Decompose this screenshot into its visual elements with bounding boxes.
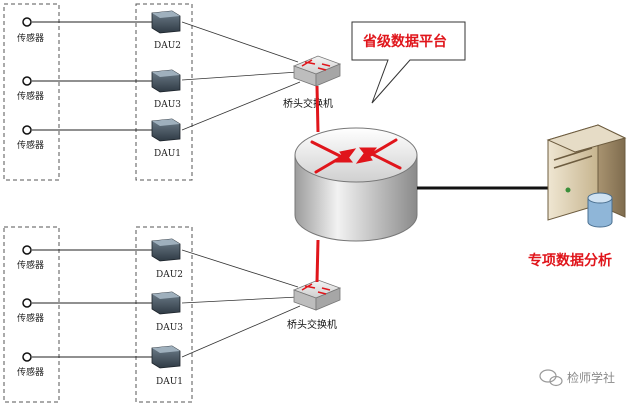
dau-link <box>181 305 301 358</box>
sensor-label: 传感器 <box>17 259 44 271</box>
sensor-label: 传感器 <box>17 366 44 378</box>
dau-link <box>181 21 299 63</box>
sensor-label: 传感器 <box>17 312 44 324</box>
sensor-icon: 传感器 <box>17 298 44 324</box>
group-top: 传感器 传感器 传感器 DAU2 DAU3 DAU1 <box>3 3 342 181</box>
dau-device-icon: DAU2 <box>151 10 181 51</box>
sensor-box <box>3 3 60 181</box>
dau-device-icon: DAU2 <box>151 238 183 280</box>
switch-label: 桥头交换机 <box>287 318 337 331</box>
switch-icon: 桥头交换机 <box>287 279 342 331</box>
dau-label: DAU3 <box>156 323 183 333</box>
sensor-icon: 传感器 <box>17 352 44 378</box>
router-icon <box>294 127 418 242</box>
dau-device-icon: DAU1 <box>151 118 181 159</box>
sensor-label: 传感器 <box>17 90 44 102</box>
wechat-icon <box>539 369 563 387</box>
sensor-icon: 传感器 <box>17 76 44 102</box>
sensor-icon: 传感器 <box>17 125 44 151</box>
dau-box <box>135 3 193 181</box>
dau-link <box>181 71 299 81</box>
platform-callout: 省级数据平台 <box>351 21 466 104</box>
dau-label: DAU3 <box>154 100 181 110</box>
dau-link <box>181 249 299 288</box>
sensor-label: 传感器 <box>17 32 44 44</box>
switch-label: 桥头交换机 <box>283 97 333 110</box>
sensor-icon: 传感器 <box>17 17 44 44</box>
dau-device-icon: DAU3 <box>151 291 183 333</box>
uplink-top <box>315 85 320 133</box>
sensor-label: 传感器 <box>17 139 44 151</box>
sensor-icon: 传感器 <box>17 245 44 271</box>
watermark-text: 检师学社 <box>567 370 615 385</box>
dau-device-icon: DAU1 <box>151 345 183 387</box>
watermark: 检师学社 <box>539 369 615 387</box>
dau-label: DAU1 <box>156 377 183 387</box>
dau-link <box>181 296 299 304</box>
switch-icon: 桥头交换机 <box>283 55 342 110</box>
dau-link <box>181 81 301 131</box>
platform-label: 省级数据平台 <box>362 33 447 50</box>
sensor-box <box>3 226 60 403</box>
server-icon <box>546 124 627 228</box>
dau-box <box>135 226 193 403</box>
dau-label: DAU2 <box>154 41 181 51</box>
group-bottom: 传感器 传感器 传感器 DAU2 DAU3 DAU1 <box>3 226 342 403</box>
dau-device-icon: DAU3 <box>151 69 181 110</box>
dau-label: DAU1 <box>154 149 181 159</box>
uplink-bottom <box>315 239 320 283</box>
analysis-label: 专项数据分析 <box>528 252 612 269</box>
dau-label: DAU2 <box>156 270 183 280</box>
